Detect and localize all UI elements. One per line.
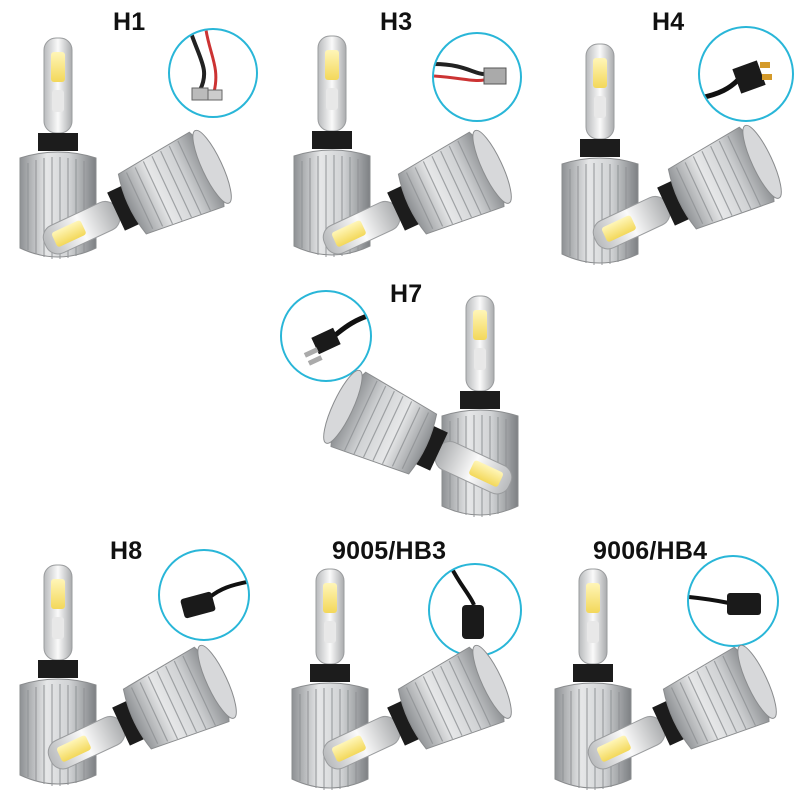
two-pin-plug-icon	[280, 290, 372, 382]
led-bulb-lying-icon	[315, 364, 528, 523]
socket-plug-icon	[428, 563, 522, 657]
led-bulb-lying-icon	[307, 124, 520, 283]
bulb-label-h8: H8	[110, 537, 143, 565]
bulb-panel-h3: H3	[270, 0, 535, 283]
led-bulb-lying-icon	[27, 124, 240, 283]
bulb-label-h4: H4	[652, 8, 685, 36]
two-wire-pin-icon	[432, 32, 522, 122]
bulb-label-hb3: 9005/HB3	[332, 537, 447, 565]
socket-plug-icon	[158, 549, 250, 641]
bulb-label-h3: H3	[380, 8, 413, 36]
two-wire-pin-icon	[168, 28, 258, 118]
h4-plug-icon	[698, 26, 794, 122]
bulb-panel-hb4: 9006/HB4	[535, 535, 800, 800]
bulb-panel-h8: H8	[0, 535, 265, 800]
bulb-panel-h4: H4	[540, 0, 800, 278]
bulb-panel-h7: H7	[270, 270, 535, 535]
bulb-label-hb4: 9006/HB4	[593, 537, 708, 565]
led-bulb-lying-icon	[307, 639, 520, 798]
led-bulb-lying-icon	[577, 119, 790, 278]
led-bulb-lying-icon	[32, 639, 245, 798]
led-bulb-lying-icon	[572, 639, 785, 798]
bulb-label-h1: H1	[113, 8, 146, 36]
bulb-panel-hb3: 9005/HB3	[270, 535, 535, 800]
bulb-panel-h1: H1	[0, 0, 265, 283]
socket-plug-icon	[687, 555, 779, 647]
bulb-label-h7: H7	[390, 280, 423, 308]
